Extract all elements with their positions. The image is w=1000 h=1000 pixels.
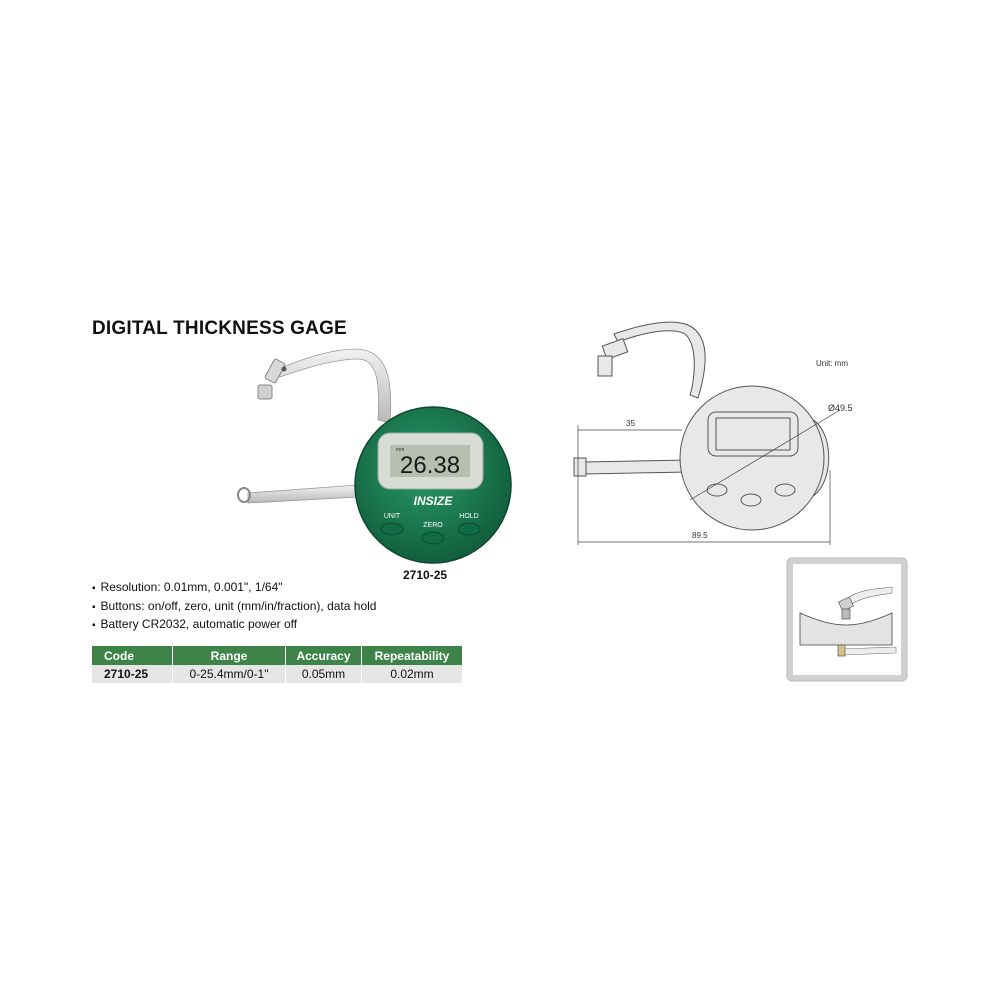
cell-accuracy: 0.05mm bbox=[285, 665, 362, 683]
upper-arm bbox=[277, 348, 392, 424]
drawing-lower-arm bbox=[583, 459, 691, 475]
brand-logo: INSIZE bbox=[414, 494, 454, 508]
cell-repeatability: 0.02mm bbox=[361, 665, 463, 683]
header-accuracy: Accuracy bbox=[285, 646, 362, 665]
unit-button[interactable] bbox=[380, 522, 404, 536]
header-range: Range bbox=[172, 646, 286, 665]
lcd-unit: mm bbox=[396, 447, 404, 453]
hold-button[interactable] bbox=[457, 522, 481, 536]
cell-code: 2710-25 bbox=[92, 665, 173, 683]
technical-drawing: 35 Ø49.5 89.5 Unit: mm bbox=[573, 321, 853, 545]
unit-label: Unit: mm bbox=[816, 359, 848, 368]
drawing-button-center bbox=[740, 493, 762, 507]
page-title: DIGITAL THICKNESS GAGE bbox=[92, 318, 347, 339]
upper-anvil bbox=[264, 358, 286, 384]
model-caption: 2710-25 bbox=[403, 568, 448, 582]
header-repeatability: Repeatability bbox=[361, 646, 463, 665]
lower-contact-tip bbox=[237, 487, 251, 503]
drawing-button-right bbox=[774, 483, 796, 497]
drawing-lower-tip bbox=[573, 457, 587, 477]
usage-upper-tip bbox=[841, 608, 851, 620]
usage-illustration bbox=[786, 557, 908, 682]
unit-button-label: UNIT bbox=[384, 513, 401, 520]
hold-button-label: HOLD bbox=[459, 513, 478, 520]
spec-table: Code Range Accuracy Repeatability 2710-2… bbox=[92, 646, 463, 683]
feature-list: Resolution: 0.01mm, 0.001", 1/64" Button… bbox=[92, 579, 377, 635]
upper-contact-tip bbox=[257, 384, 273, 400]
feature-item: Battery CR2032, automatic power off bbox=[92, 616, 376, 635]
zero-button[interactable] bbox=[421, 531, 445, 545]
drawing-upper-arm bbox=[613, 321, 706, 399]
lcd-screen bbox=[390, 445, 470, 477]
workpiece-curve bbox=[799, 612, 893, 646]
header-code: Code bbox=[92, 646, 173, 665]
lower-arm bbox=[247, 484, 359, 504]
feature-item: Resolution: 0.01mm, 0.001", 1/64" bbox=[92, 579, 376, 598]
screw-icon bbox=[281, 366, 287, 372]
dim-reach-label: 35 bbox=[626, 419, 635, 428]
feature-item: Buttons: on/off, zero, unit (mm/in/fract… bbox=[92, 598, 377, 617]
drawing-lcd bbox=[715, 417, 791, 451]
lcd-reading: 26.38 bbox=[400, 452, 460, 479]
usage-upper-arm bbox=[845, 586, 893, 606]
usage-anvil bbox=[837, 596, 855, 612]
drawing-button-left bbox=[706, 483, 728, 497]
cell-range: 0-25.4mm/0-1" bbox=[172, 665, 286, 683]
usage-lower-tip bbox=[837, 644, 846, 657]
drawing-upper-tip bbox=[597, 355, 613, 377]
product-photo: mm 26.38 INSIZE UNIT ZERO HOLD bbox=[237, 348, 512, 564]
zero-button-label: ZERO bbox=[423, 522, 443, 529]
dim-line-diameter bbox=[689, 409, 841, 501]
dim-length-label: 89.5 bbox=[692, 531, 708, 540]
drawing-dial bbox=[679, 385, 825, 531]
drawing-upper-anvil bbox=[601, 338, 629, 360]
table-row: 2710-25 0-25.4mm/0-1" 0.05mm 0.02mm bbox=[92, 665, 463, 683]
dim-diameter-label: Ø49.5 bbox=[828, 403, 853, 413]
